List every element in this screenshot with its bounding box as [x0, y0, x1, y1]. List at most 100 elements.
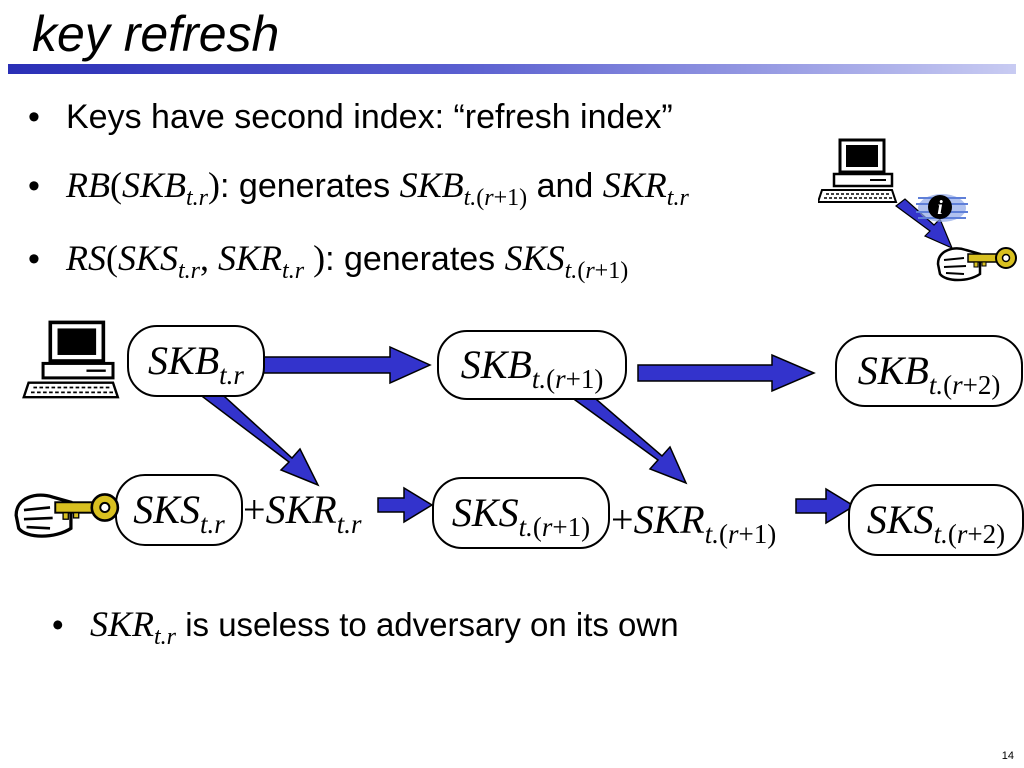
arrow-skr1-to-sks2	[795, 487, 856, 525]
info-icon: i	[916, 194, 968, 222]
paren-close: )	[304, 238, 326, 278]
sub-part: r	[956, 519, 968, 549]
sub-part: t.	[933, 519, 948, 549]
term-name: SKR	[265, 487, 337, 532]
rs-arg1-name: SKS	[118, 238, 179, 278]
bullet-skr-useless: •SKRt.r is useless to adversary on its o…	[52, 604, 679, 649]
node-sks-t-r2: SKSt.(r+2)	[848, 484, 1024, 556]
node-name: SKS	[451, 490, 519, 535]
svg-text:i: i	[937, 197, 943, 219]
node-label: SKSt.(r+2)	[866, 497, 1005, 548]
rs-arg2-name: SKR	[218, 238, 283, 278]
rb-output-skr: SKRt.r	[602, 165, 689, 210]
rs-output-sks-name: SKS	[504, 238, 565, 278]
page-number: 14	[1001, 750, 1014, 762]
term-plus-skr-t-r: +SKRt.r	[243, 487, 361, 538]
node-skb-t-r: SKBt.r	[127, 325, 265, 397]
bullet-rs-generates: •RS(SKSt.r, SKRt.r ): generates SKSt.(r+…	[28, 238, 629, 283]
node-name: SKB	[460, 342, 532, 387]
node-sub: t.r	[199, 509, 225, 539]
sub-part: r	[727, 519, 739, 549]
sub-part: (	[546, 364, 556, 394]
rb-output-skb-sub: t.(r+1)	[464, 185, 528, 211]
sub-part: (	[532, 512, 542, 542]
plus-sign: +	[611, 497, 634, 542]
arrow-skb1-to-skr1	[569, 385, 688, 485]
term-plus-skr-t-r1: +SKRt.(r+1)	[611, 497, 776, 548]
skr-var: SKRt.r	[90, 604, 176, 649]
node-name: SKB	[148, 338, 220, 383]
arrow-skr0-to-sks1	[377, 486, 434, 524]
node-sub: t.(r+1)	[532, 364, 604, 394]
node-sub: t.r	[219, 360, 244, 390]
node-label: SKSt.r	[133, 487, 224, 538]
rb-output-skr-sub: t.r	[666, 185, 689, 211]
term-sub: t.r	[336, 509, 362, 539]
sub-part: +1)	[565, 364, 604, 394]
title-underline-bar	[8, 64, 1016, 74]
paren-open: (	[109, 165, 122, 205]
rb-arg: SKBt.r	[121, 165, 208, 210]
rb-output-skr-name: SKR	[602, 165, 667, 205]
node-label: SKBt.(r+2)	[858, 351, 1001, 399]
sub-part: (	[943, 370, 953, 400]
arrow-skb0-to-skr0	[201, 385, 320, 487]
node-label: SKBt.r	[148, 338, 244, 389]
sub-part: (	[718, 519, 728, 549]
rb-output-skb-name: SKB	[399, 165, 464, 205]
sub-part: r	[484, 185, 494, 211]
node-sks-t-r: SKSt.r	[115, 474, 243, 546]
rs-output-sks-sub: t.(r+1)	[565, 258, 629, 284]
rb-output-skb: SKBt.(r+1)	[399, 165, 528, 210]
rb-arg-name: SKB	[121, 165, 186, 205]
computer-icon	[818, 138, 898, 203]
sub-part: +2)	[967, 519, 1006, 549]
rs-arg2-sub: t.r	[282, 258, 305, 284]
bullet-text: and	[527, 167, 603, 205]
key-hand-icon	[14, 493, 120, 538]
bullet-rb-generates: •RB(SKBt.r): generates SKBt.(r+1) and SK…	[28, 165, 689, 210]
rb-function: RB	[66, 165, 110, 205]
bullet-marker: •	[52, 606, 64, 643]
comma: ,	[200, 238, 219, 278]
sub-part: r	[585, 258, 595, 284]
bullet-refresh-index: •Keys have second index: “refresh index”	[28, 97, 673, 137]
node-sks-t-r1: SKSt.(r+1)	[432, 477, 610, 549]
node-skb-t-r2: SKBt.(r+2)	[835, 335, 1023, 407]
bullet-text: : generates	[325, 240, 505, 278]
slide-title: key refresh	[32, 6, 280, 62]
node-name: SKS	[133, 487, 200, 532]
rb-arg-sub: t.r	[186, 185, 209, 211]
sub-part: +1)	[552, 512, 591, 542]
sub-part: t.	[704, 519, 719, 549]
paren-close: )	[208, 165, 221, 205]
term-name: SKR	[633, 497, 705, 542]
rs-arg1: SKSt.r	[118, 238, 200, 283]
rs-arg2: SKRt.r	[218, 238, 304, 283]
sub-part: +1)	[738, 519, 777, 549]
sub-part: (	[577, 258, 586, 284]
key-hand-icon	[936, 247, 1017, 282]
term-sub: t.(r+1)	[705, 519, 777, 549]
sub-part: t.	[518, 512, 533, 542]
skr-var-name: SKR	[90, 604, 155, 644]
rs-function: RS	[66, 238, 106, 278]
node-sub: t.(r+2)	[929, 370, 1001, 400]
arrow-skb0-to-skb1	[261, 345, 432, 385]
node-skb-t-r1: SKBt.(r+1)	[437, 330, 627, 400]
bullet-marker: •	[28, 98, 40, 136]
sub-part: t.	[564, 258, 578, 284]
bullet-marker: •	[28, 167, 40, 205]
computer-icon	[22, 320, 120, 399]
sub-part: r	[555, 364, 566, 394]
sub-part: +1)	[493, 185, 528, 211]
rs-arg1-sub: t.r	[178, 258, 201, 284]
sub-part: r	[952, 370, 963, 400]
sub-part: r	[541, 512, 553, 542]
sub-part: (	[476, 185, 485, 211]
sub-part: t.	[531, 364, 547, 394]
rs-output-sks: SKSt.(r+1)	[504, 238, 629, 283]
node-sub: t.(r+2)	[934, 519, 1006, 549]
node-name: SKS	[866, 497, 934, 542]
